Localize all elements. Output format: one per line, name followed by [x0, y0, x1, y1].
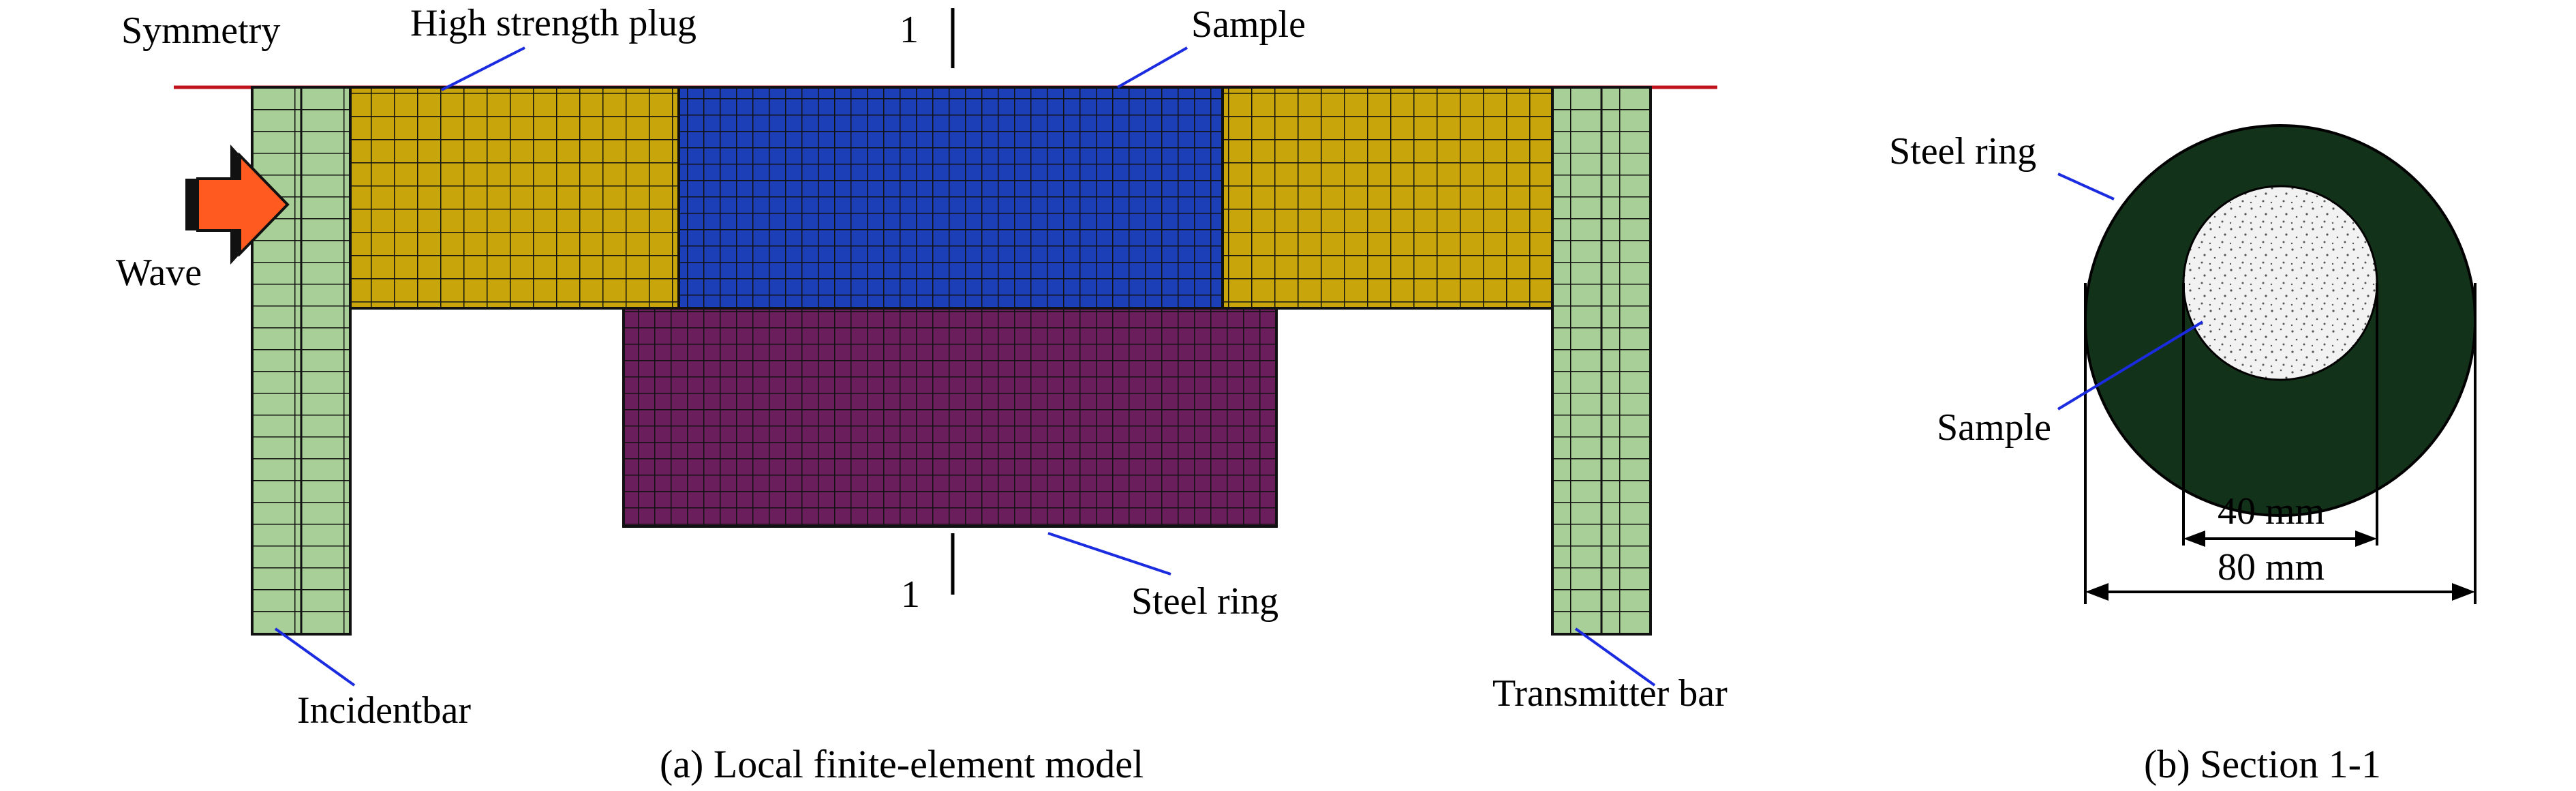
incident-bar-leader [274, 627, 356, 687]
right-plug-mesh [1221, 86, 1554, 310]
finite-element-model: Symmetry High strength plug 1 Sample Wav… [116, 2, 1728, 786]
plug-leader [441, 46, 525, 91]
panel-b-caption: (b) Section 1-1 [2144, 742, 2381, 786]
incident-bar-label: Incidentbar [297, 689, 471, 732]
transmitter-bar-leader [1574, 627, 1656, 687]
wave-label: Wave [116, 252, 202, 294]
section-label-top: 1 [900, 9, 919, 51]
left-plug-mesh [349, 86, 680, 310]
outer-diameter-label: 80 mm [2218, 546, 2325, 588]
section-label-bottom: 1 [901, 573, 920, 616]
section-view: Steel ring Sample 40 mm 80 mm (b) Sectio… [1889, 124, 2477, 786]
outer-dimension-line [2085, 583, 2475, 601]
sample-label: Sample [1191, 3, 1306, 46]
symmetry-label: Symmetry [121, 10, 280, 52]
steel-ring-leader [1047, 532, 1171, 576]
ring-section-label: Steel ring [1889, 130, 2036, 173]
plug-label: High strength plug [410, 2, 696, 44]
inner-dimension-line [2183, 531, 2377, 547]
transmitter-bar-label: Transmitter bar [1492, 672, 1728, 715]
incident-bar-mesh [251, 86, 352, 636]
sample-section-leader [2057, 320, 2204, 411]
sample-section-label: Sample [1937, 406, 2051, 449]
ring-section-leader [2057, 173, 2115, 200]
panel-a-caption: (a) Local finite-element model [660, 742, 1144, 786]
sample-leader [1117, 46, 1188, 89]
steel-ring-label: Steel ring [1131, 580, 1278, 623]
transmitter-bar-mesh [1551, 86, 1652, 636]
inner-diameter-label: 40 mm [2218, 490, 2325, 533]
sample-mesh [677, 86, 1224, 310]
wave-arrow-icon [185, 145, 290, 265]
